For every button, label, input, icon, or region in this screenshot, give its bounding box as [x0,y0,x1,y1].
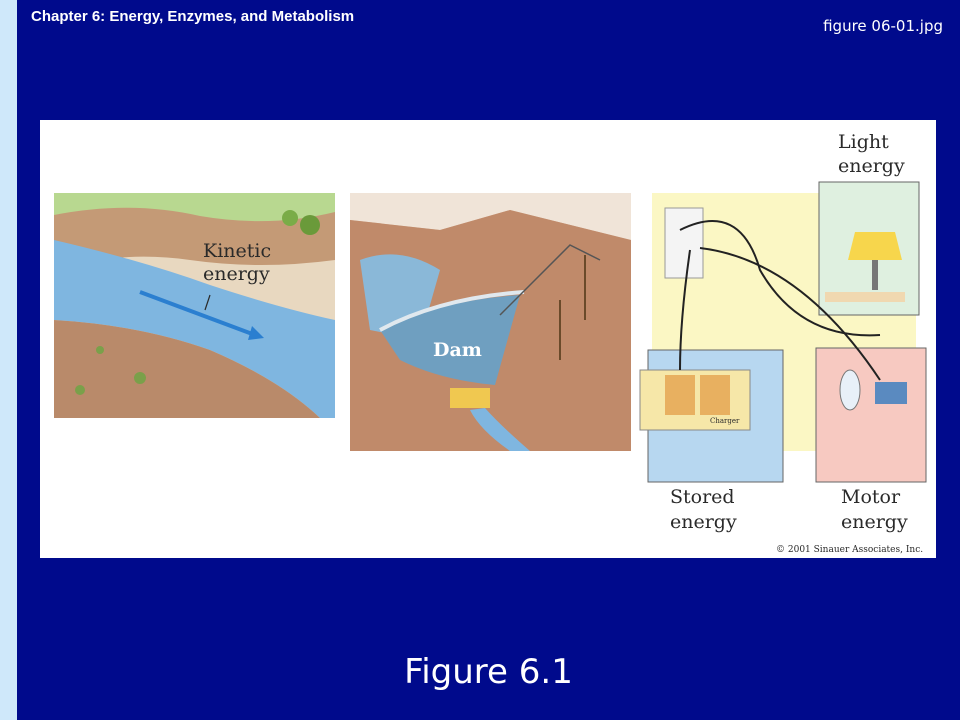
slide: Chapter 6: Energy, Enzymes, and Metaboli… [17,0,960,720]
light-label-line2: energy [838,155,905,177]
river-panel [54,193,335,418]
light-label-line1: Light [838,131,889,153]
energy-figure: Kinetic energy Dam [40,120,936,558]
motor-label-line1: Motor [841,486,901,508]
charger-label: Charger [710,417,740,425]
stored-label-line2: energy [670,511,737,533]
dam-label: Dam [433,339,482,361]
dam-panel [350,193,631,451]
kinetic-label-line2: energy [203,263,270,285]
electric-panel [639,181,927,483]
left-accent-strip [0,0,17,720]
energy-illustration: Kinetic energy Dam [54,131,927,555]
figure-file-name: figure 06-01.jpg [823,17,943,35]
chapter-title: Chapter 6: Energy, Enzymes, and Metaboli… [31,8,355,25]
motor-label-line2: energy [841,511,908,533]
kinetic-label-line1: Kinetic [203,240,271,262]
stored-label-line1: Stored [670,486,735,508]
copyright-notice: © 2001 Sinauer Associates, Inc. [776,545,923,555]
figure-caption: Figure 6.1 [404,652,573,692]
